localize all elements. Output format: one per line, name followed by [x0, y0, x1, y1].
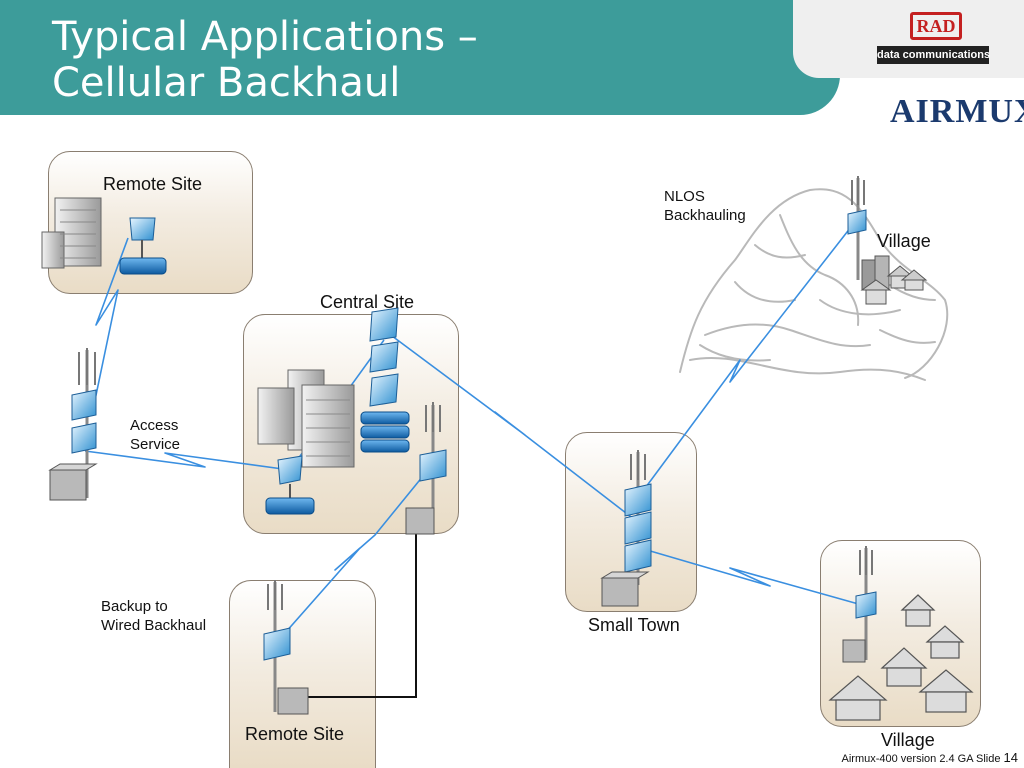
backup-line-1: Backup to — [101, 598, 168, 615]
rad-logo-subtitle: data communications — [877, 46, 990, 64]
nlos-line-2: Backhauling — [664, 207, 746, 224]
airmux-logo: AIRMUX — [890, 93, 1024, 130]
slide-footer: Airmux-400 version 2.4 GA Slide 14 — [842, 750, 1019, 765]
village-top-houses-icon — [860, 255, 928, 305]
slide-title-line-2: Cellular Backhaul — [52, 60, 401, 106]
link-central-to-remote-bottom — [269, 464, 433, 651]
link-access-tower-to-central — [84, 450, 291, 471]
village-top-tower-icon — [847, 176, 867, 280]
slide-title: Typical Applications – Cellular Backhaul — [52, 14, 478, 106]
backup-line-2: Wired Backhaul — [101, 617, 207, 634]
nlos-line-1: NLOS — [664, 188, 705, 205]
rad-logo-mark: RAD — [910, 12, 962, 40]
backup-wired-label: Backup to Wired Backhaul — [101, 597, 206, 635]
remote-site-top-label: Remote Site — [103, 174, 203, 194]
link-small-town-to-village-bottom — [639, 547, 863, 606]
central-tower-icon — [405, 402, 447, 535]
access-service-line-2: Service — [130, 436, 181, 453]
remote-bottom-tower-icon — [263, 580, 309, 715]
village-bottom-tower-icon — [842, 546, 877, 663]
access-tower-icon — [48, 348, 98, 501]
link-central-to-small-town — [383, 329, 636, 521]
village-bottom-houses-icon — [828, 594, 974, 721]
link-small-town-to-village-top — [639, 217, 859, 496]
village-bottom-label: Village — [881, 730, 935, 750]
small-town-tower-icon — [600, 450, 652, 607]
remote-site-bottom-label: Remote Site — [245, 724, 345, 744]
cpe-icon — [119, 217, 167, 275]
central-buildings-icon — [257, 369, 355, 468]
slide-number: 14 — [1003, 750, 1018, 765]
small-town-label: Small Town — [588, 615, 680, 635]
link-remote-top-to-access-tower — [94, 237, 129, 401]
central-radio-stack-icon — [360, 307, 410, 453]
access-service-line-1: Access — [130, 417, 179, 434]
building-icon — [41, 197, 102, 269]
central-site-label: Central Site — [320, 292, 415, 312]
title-banner: Typical Applications – Cellular Backhaul — [0, 0, 840, 115]
access-service-label: Access Service — [130, 416, 180, 454]
footer-text: Airmux-400 version 2.4 GA Slide — [841, 753, 1001, 765]
central-cpe-icon — [265, 455, 315, 515]
remote-site-bottom-box — [229, 580, 376, 768]
wired-backhaul-line — [305, 533, 417, 698]
logo-panel — [793, 0, 1024, 78]
wireless-links — [84, 217, 863, 651]
slide-title-line-1: Typical Applications – — [52, 14, 478, 60]
mountain-sketch — [679, 188, 949, 381]
village-top-label: Village — [877, 231, 931, 251]
rad-logo: RAD data communications — [877, 6, 990, 64]
nlos-label: NLOS Backhauling — [664, 187, 746, 225]
